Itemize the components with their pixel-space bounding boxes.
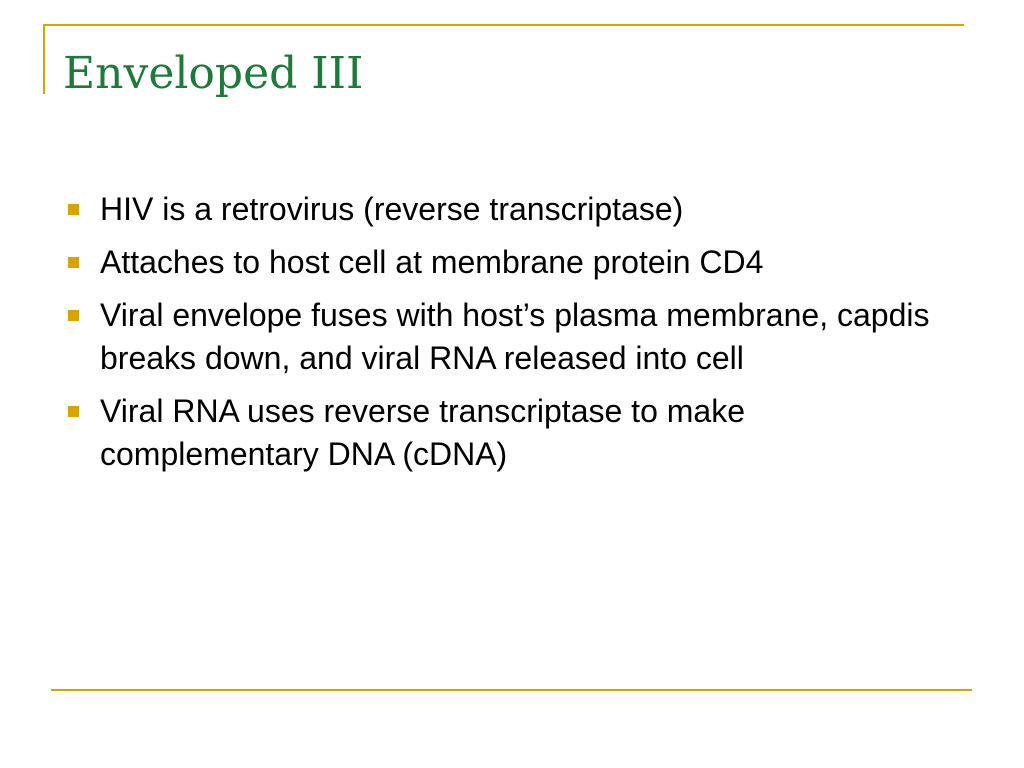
bullet-text: Viral RNA uses reverse transcriptase to … xyxy=(100,393,745,472)
footer-rule xyxy=(51,689,972,691)
bullet-item: Viral RNA uses reverse transcriptase to … xyxy=(66,390,966,476)
bullet-text: Attaches to host cell at membrane protei… xyxy=(100,244,764,280)
bullet-item: Viral envelope fuses with host’s plasma … xyxy=(66,294,966,380)
bullet-list: HIV is a retrovirus (reverse transcripta… xyxy=(66,188,966,486)
square-bullet-icon xyxy=(68,257,79,268)
square-bullet-icon xyxy=(68,204,79,215)
bullet-text: Viral envelope fuses with host’s plasma … xyxy=(100,297,930,376)
left-border-rule xyxy=(43,24,45,94)
bullet-text: HIV is a retrovirus (reverse transcripta… xyxy=(100,191,684,227)
square-bullet-icon xyxy=(68,406,79,417)
slide-title: Enveloped III xyxy=(63,48,364,99)
top-border-rule xyxy=(43,24,964,26)
bullet-item: HIV is a retrovirus (reverse transcripta… xyxy=(66,188,966,231)
square-bullet-icon xyxy=(68,310,79,321)
bullet-item: Attaches to host cell at membrane protei… xyxy=(66,241,966,284)
